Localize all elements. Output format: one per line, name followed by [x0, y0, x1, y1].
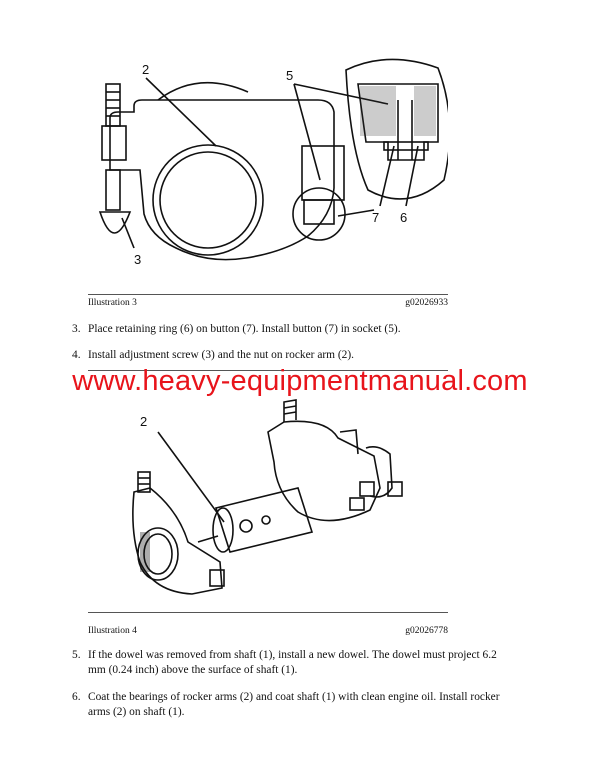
illustration-4-code: g02026778	[405, 626, 448, 636]
illustration-3-caption: Illustration 3	[88, 298, 137, 308]
caption-rule-top	[88, 294, 448, 295]
watermark-link[interactable]: www.heavy-equipmentmanual.com	[72, 365, 528, 397]
illustration-4-drawing: 2	[132, 399, 403, 595]
step-text: If the dowel was removed from shaft (1),…	[88, 649, 497, 676]
callout-2: 2	[140, 414, 147, 429]
step-number: 5.	[72, 649, 81, 661]
callout-6: 6	[400, 210, 407, 225]
caption-rule-bottom	[88, 612, 448, 613]
step-3: 3. Place retaining ring (6) on button (7…	[72, 322, 512, 337]
step-number: 6.	[72, 691, 81, 703]
illustration-3-code: g02026933	[405, 298, 448, 308]
callout-7: 7	[372, 210, 379, 225]
step-number: 4.	[72, 349, 81, 361]
callout-5: 5	[286, 68, 293, 83]
illustration-4-caption: Illustration 4	[88, 626, 137, 636]
step-text: Place retaining ring (6) on button (7). …	[88, 323, 401, 335]
step-number: 3.	[72, 323, 81, 335]
step-5: 5. If the dowel was removed from shaft (…	[72, 648, 512, 678]
step-4: 4. Install adjustment screw (3) and the …	[72, 348, 512, 363]
callout-3: 3	[134, 252, 141, 267]
step-text: Coat the bearings of rocker arms (2) and…	[88, 691, 500, 718]
step-6: 6. Coat the bearings of rocker arms (2) …	[72, 690, 512, 720]
illustration-3-drawing: 2 5 3 7 6	[98, 58, 448, 267]
step-text: Install adjustment screw (3) and the nut…	[88, 349, 355, 361]
section-rule	[88, 370, 448, 371]
callout-2: 2	[142, 62, 149, 77]
